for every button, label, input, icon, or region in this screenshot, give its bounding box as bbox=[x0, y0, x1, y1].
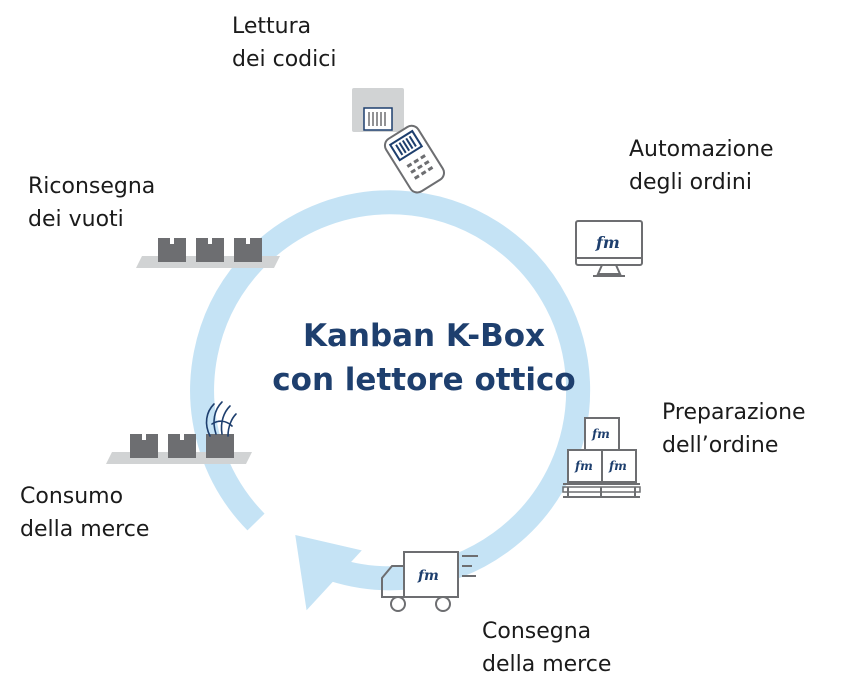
step-label-line: Automazione bbox=[629, 137, 774, 162]
center-title-line-1: Kanban K-Box bbox=[302, 318, 546, 354]
fm-logo: fm bbox=[574, 459, 593, 473]
monitor-icon: fm bbox=[575, 220, 643, 277]
step-label-line: dell’ordine bbox=[662, 433, 779, 458]
center-title: Kanban K-Box con lettore ottico bbox=[0, 314, 848, 402]
step-label-scan: Lettura dei codici bbox=[232, 10, 336, 76]
hand-icon bbox=[205, 401, 237, 437]
step-label-line: Consumo bbox=[20, 484, 124, 509]
step-label-line: Consegna bbox=[482, 619, 592, 644]
fm-logo: fm bbox=[591, 427, 610, 441]
delivery-truck-icon: fm bbox=[381, 551, 478, 612]
step-label-line: Lettura bbox=[232, 14, 312, 39]
cycle-arrow-ring bbox=[190, 190, 591, 591]
step-label-line: Riconsegna bbox=[28, 174, 156, 199]
step-label-consumption: Consumo della merce bbox=[20, 480, 149, 546]
pallet-boxes-icon: fm fm fm bbox=[562, 417, 641, 498]
shelf-boxes-icon bbox=[136, 238, 280, 268]
shelf-hand-icon bbox=[106, 401, 252, 464]
step-label-line: dei codici bbox=[232, 47, 337, 72]
cycle-arrow-head bbox=[295, 535, 362, 611]
fm-logo: fm bbox=[595, 233, 620, 252]
step-label-line: Preparazione bbox=[662, 400, 806, 425]
step-label-line: della merce bbox=[20, 517, 150, 542]
step-label-delivery: Consegna della merce bbox=[482, 615, 611, 681]
fm-logo: fm bbox=[608, 459, 627, 473]
step-label-automation: Automazione degli ordini bbox=[629, 133, 774, 199]
barcode-scanner-icon bbox=[352, 88, 445, 194]
center-title-line-2: con lettore ottico bbox=[272, 362, 576, 398]
step-label-return: Riconsegna dei vuoti bbox=[28, 170, 155, 236]
step-label-line: dei vuoti bbox=[28, 207, 124, 232]
step-label-line: degli ordini bbox=[629, 170, 752, 195]
fm-logo: fm bbox=[417, 568, 439, 584]
step-label-line: della merce bbox=[482, 652, 612, 677]
step-label-preparation: Preparazione dell’ordine bbox=[662, 396, 806, 462]
